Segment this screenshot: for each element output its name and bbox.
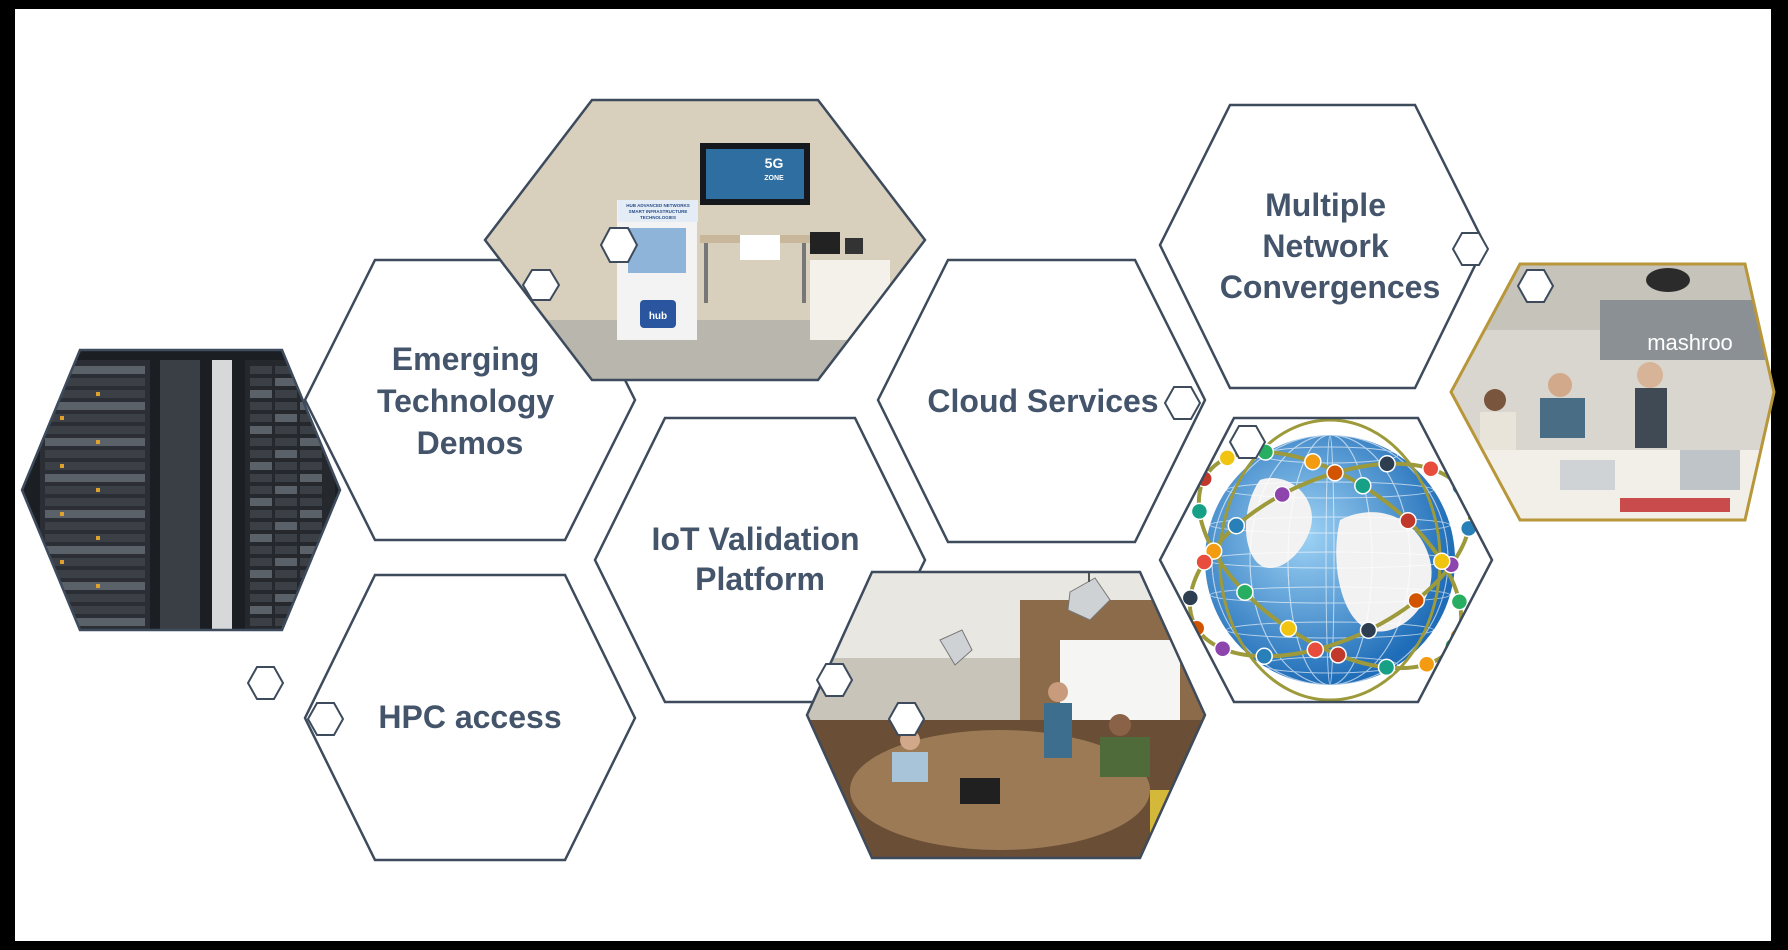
small-hexagon [521,269,561,301]
network-node [1190,502,1209,521]
network-node [1306,641,1325,659]
hpc-access-label: HPC access [378,699,561,735]
meeting-photo-hexagon [805,570,1207,860]
small-hexagon [306,702,345,736]
network-node [1354,477,1372,495]
label-line: Demos [417,425,524,461]
label-line: Platform [695,561,825,597]
network-node [1304,452,1322,471]
network-node [1407,591,1425,610]
small-hexagon [887,702,926,736]
network-node [1422,460,1440,478]
hpc-access-hexagon: HPC access [303,573,637,862]
label-line: Network [1262,228,1388,264]
network-node [1279,619,1298,638]
label-line: Multiple [1265,187,1386,223]
network-node [1329,646,1347,664]
wall-logo-text: mashroo [1647,330,1733,355]
network-node [1181,589,1200,607]
emerging-technology-label: Emerging Technology Demos [377,341,563,461]
network-node [1273,485,1291,504]
zone-word-text: ZONE [764,175,784,182]
small-hexagon [246,666,285,700]
small-hexagon [1516,269,1555,303]
network-convergences-label: Multiple Network Convergences [1220,187,1441,305]
network-node [1326,464,1344,482]
small-hexagon [1228,425,1267,459]
network-node [1433,552,1451,571]
network-node [1236,583,1254,601]
label-line: Technology [377,383,554,419]
cloud-services-hexagon: Cloud Services [876,258,1207,544]
label-line: Convergences [1220,269,1441,305]
network-node [1227,516,1246,535]
network-convergences-hexagon: Multiple Network Convergences [1158,103,1487,390]
hpc-photo-hexagon [20,348,342,632]
label-line: Emerging [392,341,540,377]
small-hexagon [599,227,639,263]
network-node [1255,647,1273,666]
hub-logo-text: hub [649,311,667,322]
banner-line: SMART INFRASTRUCTURE [629,209,688,214]
network-node [1377,658,1396,677]
network-node [1218,449,1237,467]
iot-validation-label: IoT Validation Platform [652,521,869,597]
banner-line: TECHNOLOGIES [640,215,676,220]
globe-photo-hexagon [1158,416,1494,704]
zone-5g-text: 5G [765,155,784,171]
small-hexagon [815,663,854,697]
cloud-services-label: Cloud Services [927,383,1158,419]
network-node [1204,542,1223,560]
small-hexagon [1451,232,1490,266]
network-node [1399,511,1417,530]
banner-line: HUB ADVANCED NETWORKS [626,203,690,208]
decorative-small-hexagons [246,227,1555,736]
network-node [1195,553,1213,571]
network-node [1417,655,1436,674]
small-hexagon [1163,386,1202,420]
network-node [1213,640,1232,658]
label-line: IoT Validation [652,521,860,557]
network-node [1359,621,1378,639]
network-node [1450,592,1469,611]
iot-validation-hexagon: IoT Validation Platform [593,416,927,704]
network-node [1378,455,1396,473]
